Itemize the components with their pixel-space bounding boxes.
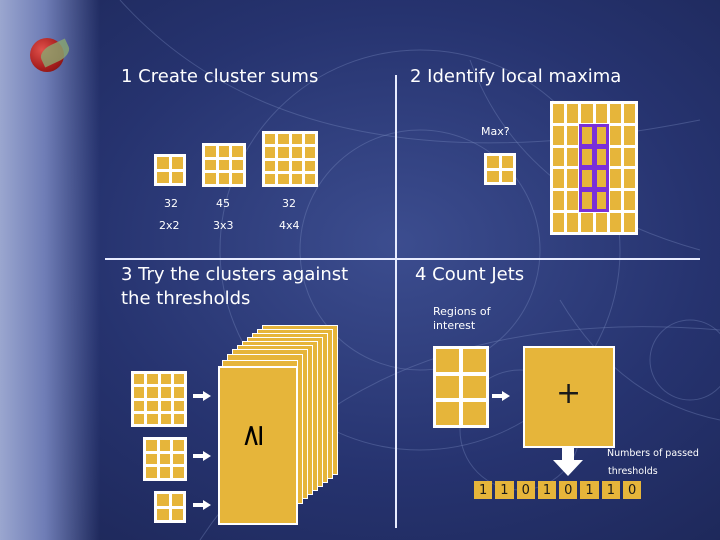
horizontal-divider	[105, 258, 700, 260]
cluster-3x3-grid	[202, 143, 246, 187]
arrow-right-icon	[193, 451, 211, 461]
section-thresholds-title-line1: 3 Try the clusters against	[121, 264, 349, 285]
cluster-4x4-grid	[262, 131, 318, 187]
section-create-title: 1 Create cluster sums	[121, 66, 319, 87]
arrow-right-icon	[193, 500, 211, 510]
geq-symbol: ≥	[235, 422, 271, 449]
section-jets-title: 4 Count Jets	[415, 264, 525, 285]
threshold-bit: 1	[580, 481, 599, 499]
vertical-divider	[395, 75, 397, 528]
roi-grid	[433, 346, 489, 428]
threshold-cluster-3x3	[143, 437, 187, 481]
passed-label-line1: Numbers of passed	[607, 448, 699, 459]
threshold-bit: 1	[495, 481, 514, 499]
jet-sum-box	[523, 346, 615, 448]
threshold-cluster-4x4	[131, 371, 187, 427]
size-3x3: 3x3	[213, 219, 234, 232]
arrow-down-icon	[553, 446, 583, 476]
roi-label-line1: Regions of	[433, 305, 491, 318]
left-decorative-strip	[0, 0, 100, 540]
apple-logo	[30, 38, 73, 72]
candidate-cluster-grid	[484, 153, 516, 185]
arrow-right-icon	[492, 391, 510, 401]
threshold-bit: 1	[601, 481, 620, 499]
section-maxima-title: 2 Identify local maxima	[410, 66, 622, 87]
threshold-bit: 0	[516, 481, 535, 499]
section-thresholds-title-line2: the thresholds	[121, 288, 251, 309]
threshold-bit: 0	[622, 481, 642, 499]
cluster-2x2-grid	[154, 154, 186, 186]
threshold-cluster-2x2	[154, 491, 186, 523]
arrow-right-icon	[193, 391, 211, 401]
size-2x2: 2x2	[159, 219, 180, 232]
threshold-front-sheet	[218, 366, 298, 525]
threshold-bit: 1	[474, 481, 493, 499]
max-question: Max?	[481, 125, 510, 138]
roi-label-line2: interest	[433, 319, 476, 332]
sum-3x3: 45	[216, 197, 230, 210]
threshold-bit: 1	[537, 481, 557, 499]
threshold-bit: 0	[559, 481, 578, 499]
size-4x4: 4x4	[279, 219, 300, 232]
sum-2x2: 32	[164, 197, 178, 210]
local-maxima-grid	[550, 101, 638, 235]
sum-4x4: 32	[282, 197, 296, 210]
passed-label-line2: thresholds	[608, 466, 658, 477]
plus-symbol: +	[556, 376, 582, 411]
